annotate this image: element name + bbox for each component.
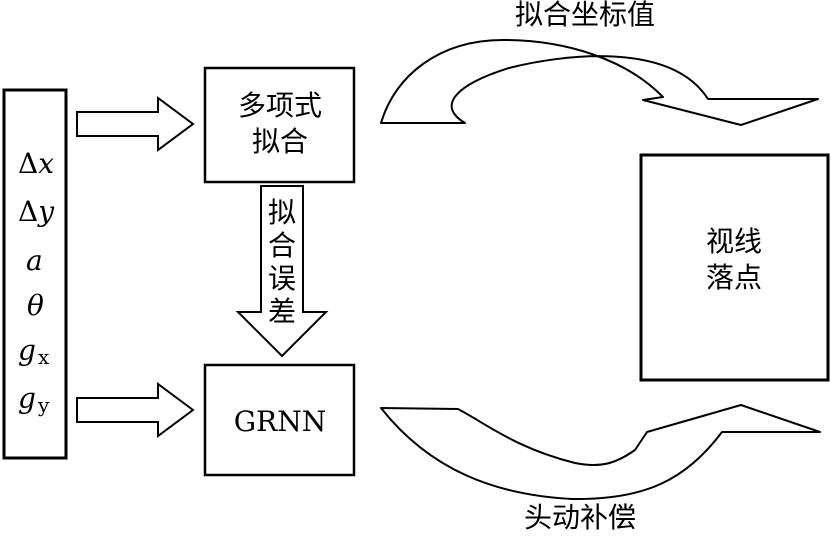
fit-error-label: 拟 合 误 差: [268, 196, 296, 328]
input-feature-box: [2, 88, 68, 460]
gaze-point-label-line1: 视线: [706, 225, 762, 258]
arrow-fit-error: [235, 185, 329, 358]
svg-text:拟: 拟: [268, 196, 296, 229]
svg-text:误: 误: [268, 262, 296, 295]
curved-arrow-fit-coordinates: [380, 39, 819, 126]
head-compensation-label: 头动补偿: [524, 501, 636, 533]
svg-text:合: 合: [268, 229, 296, 262]
arrow-inputs-to-polyfit: [76, 96, 195, 152]
polynomial-fit-label-line1: 多项式: [238, 89, 322, 122]
input-theta: θ: [27, 289, 44, 322]
grnn-label: GRNN: [234, 405, 326, 438]
grnn-box: [203, 363, 356, 477]
curved-arrow-head-compensation: [380, 404, 821, 501]
gaze-point-box: [639, 153, 830, 382]
input-a: a: [26, 244, 43, 277]
input-delta-y: Δy: [18, 195, 55, 228]
gaze-point-label-line2: 落点: [706, 261, 762, 294]
arrow-inputs-to-grnn: [76, 382, 195, 438]
fit-coordinates-label: 拟合坐标值: [515, 0, 655, 31]
polynomial-fit-label-line2: 拟合: [252, 125, 308, 158]
input-delta-x: Δx: [18, 147, 54, 180]
svg-text:差: 差: [268, 295, 296, 328]
polynomial-fit-box: [203, 66, 356, 184]
